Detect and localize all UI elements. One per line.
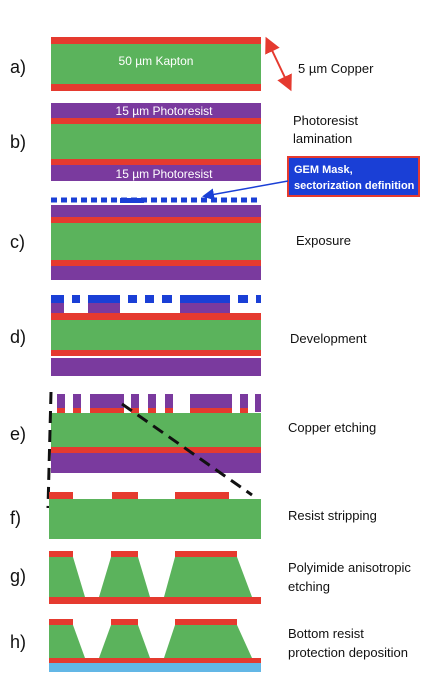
copper-island (49, 492, 73, 499)
zoom-guide-left (46, 391, 53, 509)
gem-mask-callout: GEM Mask, sectorization definition (202, 156, 420, 201)
callout-arrow (202, 180, 289, 201)
step-c-letter: c) (10, 232, 25, 252)
bottom-photoresist-layer (51, 358, 261, 376)
kapton-layer (51, 413, 261, 447)
top-copper-layer (51, 217, 261, 223)
top-photoresist-layer (51, 205, 261, 217)
step-f-desc: Resist stripping (288, 508, 377, 523)
kapton-pillar (164, 557, 252, 597)
bottom-copper-layer (51, 350, 261, 356)
step-b: b) 15 µm Photoresist 15 µm Photoresist P… (10, 103, 358, 181)
bottom-copper-layer (51, 447, 261, 453)
step-d-letter: d) (10, 327, 26, 347)
copper-island (111, 551, 138, 557)
resist-island (88, 303, 120, 313)
development-openings (64, 295, 256, 313)
step-g-desc-line2: etching (288, 579, 330, 594)
copper-island (175, 619, 237, 625)
kapton-label: 50 µm Kapton (119, 54, 194, 68)
bottom-copper-layer (49, 597, 261, 604)
top-copper-layer (51, 313, 261, 320)
step-d-desc: Development (290, 331, 367, 346)
step-c: c) Exposure (10, 197, 351, 280)
kapton-layer (51, 223, 261, 260)
step-e-desc: Copper etching (288, 420, 376, 435)
thickness-arrow (265, 36, 292, 92)
top-copper-layer (51, 118, 261, 124)
copper-island (49, 551, 73, 557)
kapton-pillar (99, 557, 150, 597)
top-photoresist-label: 15 µm Photoresist (116, 104, 214, 118)
copper-island (49, 619, 73, 625)
step-h-desc-line2: protection deposition (288, 645, 408, 660)
step-d: d) Development (10, 295, 367, 376)
step-f-letter: f) (10, 508, 21, 528)
copper-island (112, 492, 138, 499)
callout-line2: sectorization definition (294, 180, 415, 192)
zoom-guides (46, 391, 253, 509)
bottom-photoresist-layer (51, 165, 261, 181)
step-b-desc-line2: lamination (293, 131, 352, 146)
step-g-letter: g) (10, 566, 26, 586)
callout-line1: GEM Mask, (294, 164, 353, 176)
bottom-copper-layer (51, 159, 261, 165)
zoom-guide-right (121, 402, 253, 497)
kapton-pillar (164, 625, 252, 658)
step-h-letter: h) (10, 632, 26, 652)
step-f: f) Resist stripping (10, 492, 377, 539)
step-g: g) Polyimide anisotropic etching (10, 551, 411, 604)
top-photoresist-layer (51, 103, 261, 118)
kapton-layer (51, 320, 261, 350)
bottom-photoresist-label: 15 µm Photoresist (116, 167, 214, 181)
step-g-desc-line1: Polyimide anisotropic (288, 560, 411, 575)
bottom-copper-layer (49, 658, 261, 663)
step-h: h) Bottom resist protection deposition (10, 619, 408, 672)
kapton-layer (51, 124, 261, 159)
kapton-pillar (49, 557, 85, 597)
kapton-layer (51, 44, 261, 84)
resist-island (51, 303, 64, 313)
step-a: a) 50 µm Kapton 5 µm Copper (10, 36, 374, 92)
bottom-copper-layer (51, 84, 261, 91)
resist-pattern (57, 394, 261, 412)
step-b-desc-line1: Photoresist (293, 113, 358, 128)
bottom-photoresist-layer (51, 266, 261, 280)
resist-island (180, 303, 230, 313)
bottom-photoresist-layer (51, 453, 261, 473)
copper-island (175, 551, 237, 557)
step-b-letter: b) (10, 132, 26, 152)
mask-solid-segment (120, 198, 144, 203)
protection-layer (49, 663, 261, 672)
copper-island (111, 619, 138, 625)
bottom-copper-layer (51, 260, 261, 266)
etched-copper (57, 408, 248, 413)
copper-island (175, 492, 229, 499)
kapton-pillar (99, 625, 150, 658)
copper-label: 5 µm Copper (298, 61, 374, 76)
step-a-letter: a) (10, 57, 26, 77)
step-c-desc: Exposure (296, 233, 351, 248)
callout-box (287, 156, 420, 197)
step-e-letter: e) (10, 424, 26, 444)
top-copper-layer (51, 37, 261, 44)
kapton-pillar (49, 625, 85, 658)
step-e: e) Copper etching (10, 394, 376, 473)
kapton-layer (49, 499, 261, 539)
step-h-desc-line1: Bottom resist (288, 626, 364, 641)
